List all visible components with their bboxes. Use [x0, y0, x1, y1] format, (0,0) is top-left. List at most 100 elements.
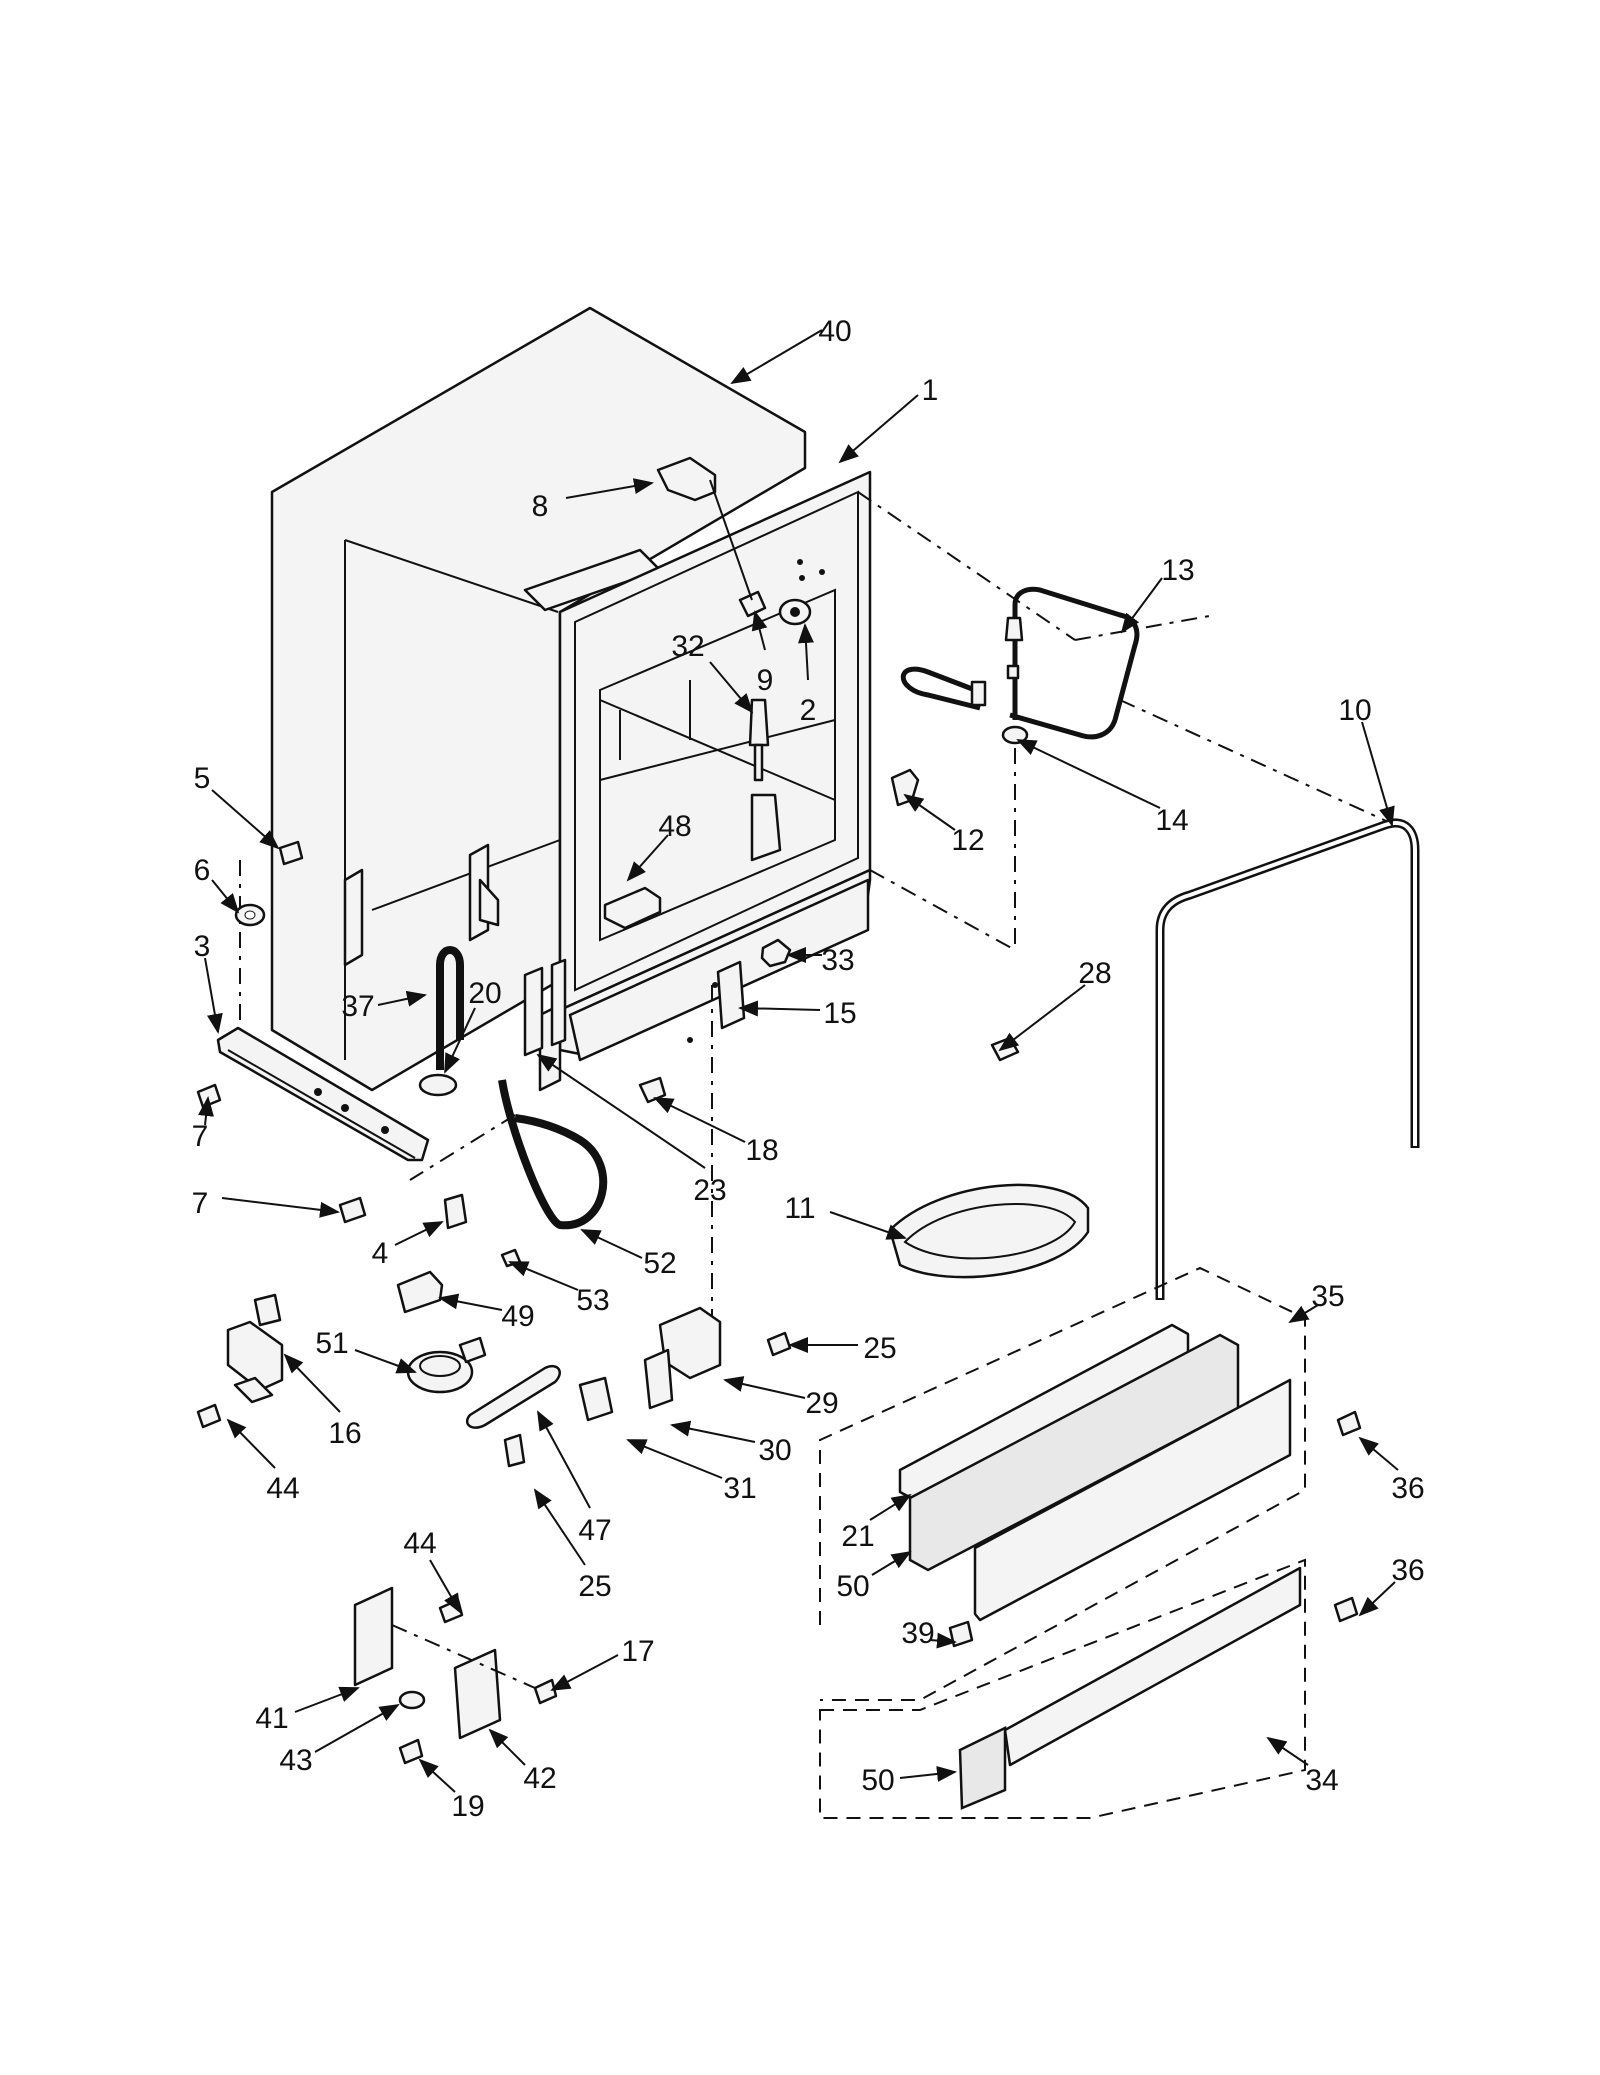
- part-11-gasket: [888, 1183, 1090, 1279]
- part-18-clip: [638, 1076, 667, 1104]
- part-3-rail: [216, 1026, 430, 1162]
- dash-line-1: [857, 491, 1076, 641]
- callout-c53: 53: [508, 1261, 610, 1317]
- callout-c35: 35: [1288, 1280, 1345, 1324]
- callout-arrow: [829, 1211, 907, 1240]
- callout-arrow: [294, 1686, 360, 1713]
- part-20-clamp: [418, 1073, 458, 1097]
- part-10-frame-tube-inner: [1158, 821, 1417, 1298]
- callout-label: 29: [805, 1387, 838, 1420]
- callout-arrow: [1358, 1581, 1396, 1617]
- callout-c10: 10: [1338, 694, 1395, 827]
- callout-arrow: [314, 1704, 400, 1753]
- callout-label: 32: [671, 630, 704, 663]
- callout-arrow: [211, 879, 240, 914]
- callout-c40: 40: [730, 315, 852, 385]
- callout-arrow: [869, 1493, 912, 1521]
- part-23-grommet: [523, 958, 567, 1057]
- callout-c34: 34: [1266, 1736, 1339, 1797]
- callout-label: 48: [658, 810, 691, 843]
- callout-c3: 3: [194, 930, 223, 1034]
- callout-c48: 48: [626, 810, 692, 882]
- part-9-screw: [709, 479, 767, 618]
- callout-c7b: 7: [192, 1187, 340, 1220]
- callout-arrow: [283, 1353, 341, 1413]
- callout-arrow: [444, 1007, 476, 1074]
- callout-label: 21: [841, 1520, 874, 1553]
- part-42-bracket: [453, 1648, 502, 1740]
- callout-c44a: 44: [226, 1418, 300, 1505]
- callout-label: 3: [194, 930, 211, 963]
- callout-label: 7: [192, 1187, 209, 1220]
- callout-label: 8: [532, 490, 549, 523]
- part-36-screw-b: [1333, 1596, 1359, 1623]
- callout-c6: 6: [194, 854, 240, 914]
- callout-arrow: [1358, 1436, 1399, 1471]
- callout-label: 17: [621, 1635, 654, 1668]
- callout-c16: 16: [283, 1353, 362, 1450]
- part-47-lever: [465, 1365, 561, 1429]
- callout-label: 7: [192, 1120, 209, 1153]
- callout-arrow: [198, 1096, 214, 1126]
- callout-c7a: 7: [192, 1096, 214, 1153]
- part-49-clip: [396, 1270, 444, 1314]
- callout-label: 9: [757, 664, 774, 697]
- callout-c30: 30: [670, 1420, 792, 1467]
- callout-arrow: [536, 1053, 706, 1169]
- callout-arrow: [929, 1632, 957, 1649]
- callout-label: 44: [403, 1527, 436, 1560]
- part-10-frame-tube: [1155, 818, 1420, 1300]
- callout-label: 36: [1391, 1472, 1424, 1505]
- callout-label: 18: [745, 1134, 778, 1167]
- part-34-lower-panel: [1003, 1566, 1302, 1767]
- callout-arrow: [429, 1559, 461, 1614]
- part-16-water-valve: [226, 1293, 284, 1404]
- callout-label: 16: [328, 1417, 361, 1450]
- part-34-group-boundary: [819, 1558, 1306, 1819]
- callout-c20: 20: [444, 977, 502, 1074]
- callout-c44b: 44: [403, 1527, 461, 1614]
- callout-arrow: [1016, 739, 1161, 809]
- callout-arrow: [580, 1229, 643, 1259]
- callout-c31: 31: [626, 1439, 757, 1505]
- callout-label: 23: [693, 1174, 726, 1207]
- tub-outer-insulation: [270, 306, 807, 1092]
- callout-label: 40: [818, 315, 851, 348]
- callout-arrow: [221, 1197, 340, 1218]
- callout-c25b: 25: [533, 1488, 612, 1603]
- part-53-clip: [500, 1248, 522, 1268]
- callout-arrow: [899, 1765, 957, 1782]
- callout-c18: 18: [653, 1097, 779, 1167]
- callout-arrow: [903, 793, 956, 831]
- callout-c49: 49: [438, 1293, 535, 1333]
- callout-arrow: [709, 661, 754, 714]
- callout-label: 19: [451, 1790, 484, 1823]
- callout-c25a: 25: [788, 1332, 897, 1365]
- callout-label: 42: [523, 1762, 556, 1795]
- part-28-fastener: [990, 1036, 1020, 1062]
- part-14-washer: [1001, 725, 1029, 745]
- callout-c39: 39: [901, 1617, 957, 1650]
- callout-c11: 11: [784, 1192, 907, 1240]
- callout-arrow: [670, 1420, 756, 1443]
- part-33-nut: [760, 938, 792, 968]
- callout-c50b: 50: [861, 1764, 957, 1797]
- callout-c41: 41: [255, 1686, 360, 1735]
- callout-c15: 15: [738, 997, 857, 1030]
- callout-c8: 8: [532, 478, 654, 523]
- part-36-screw-a: [1336, 1410, 1362, 1437]
- callout-c14: 14: [1016, 739, 1189, 837]
- callout-arrow: [871, 1550, 912, 1576]
- part-31-cover: [578, 1376, 614, 1422]
- callout-label: 44: [266, 1472, 299, 1505]
- part-7-screw-lower: [338, 1196, 367, 1224]
- callout-arrow: [438, 1293, 503, 1311]
- callout-label: 10: [1338, 694, 1371, 727]
- callout-c37: 37: [341, 990, 427, 1023]
- part-12-clip: [890, 768, 920, 807]
- callout-label: 6: [194, 854, 211, 887]
- callout-arrow: [1120, 577, 1163, 634]
- part-41-bracket: [353, 1586, 394, 1687]
- callout-arrow: [738, 1000, 821, 1017]
- part-4-fitting: [443, 1193, 468, 1230]
